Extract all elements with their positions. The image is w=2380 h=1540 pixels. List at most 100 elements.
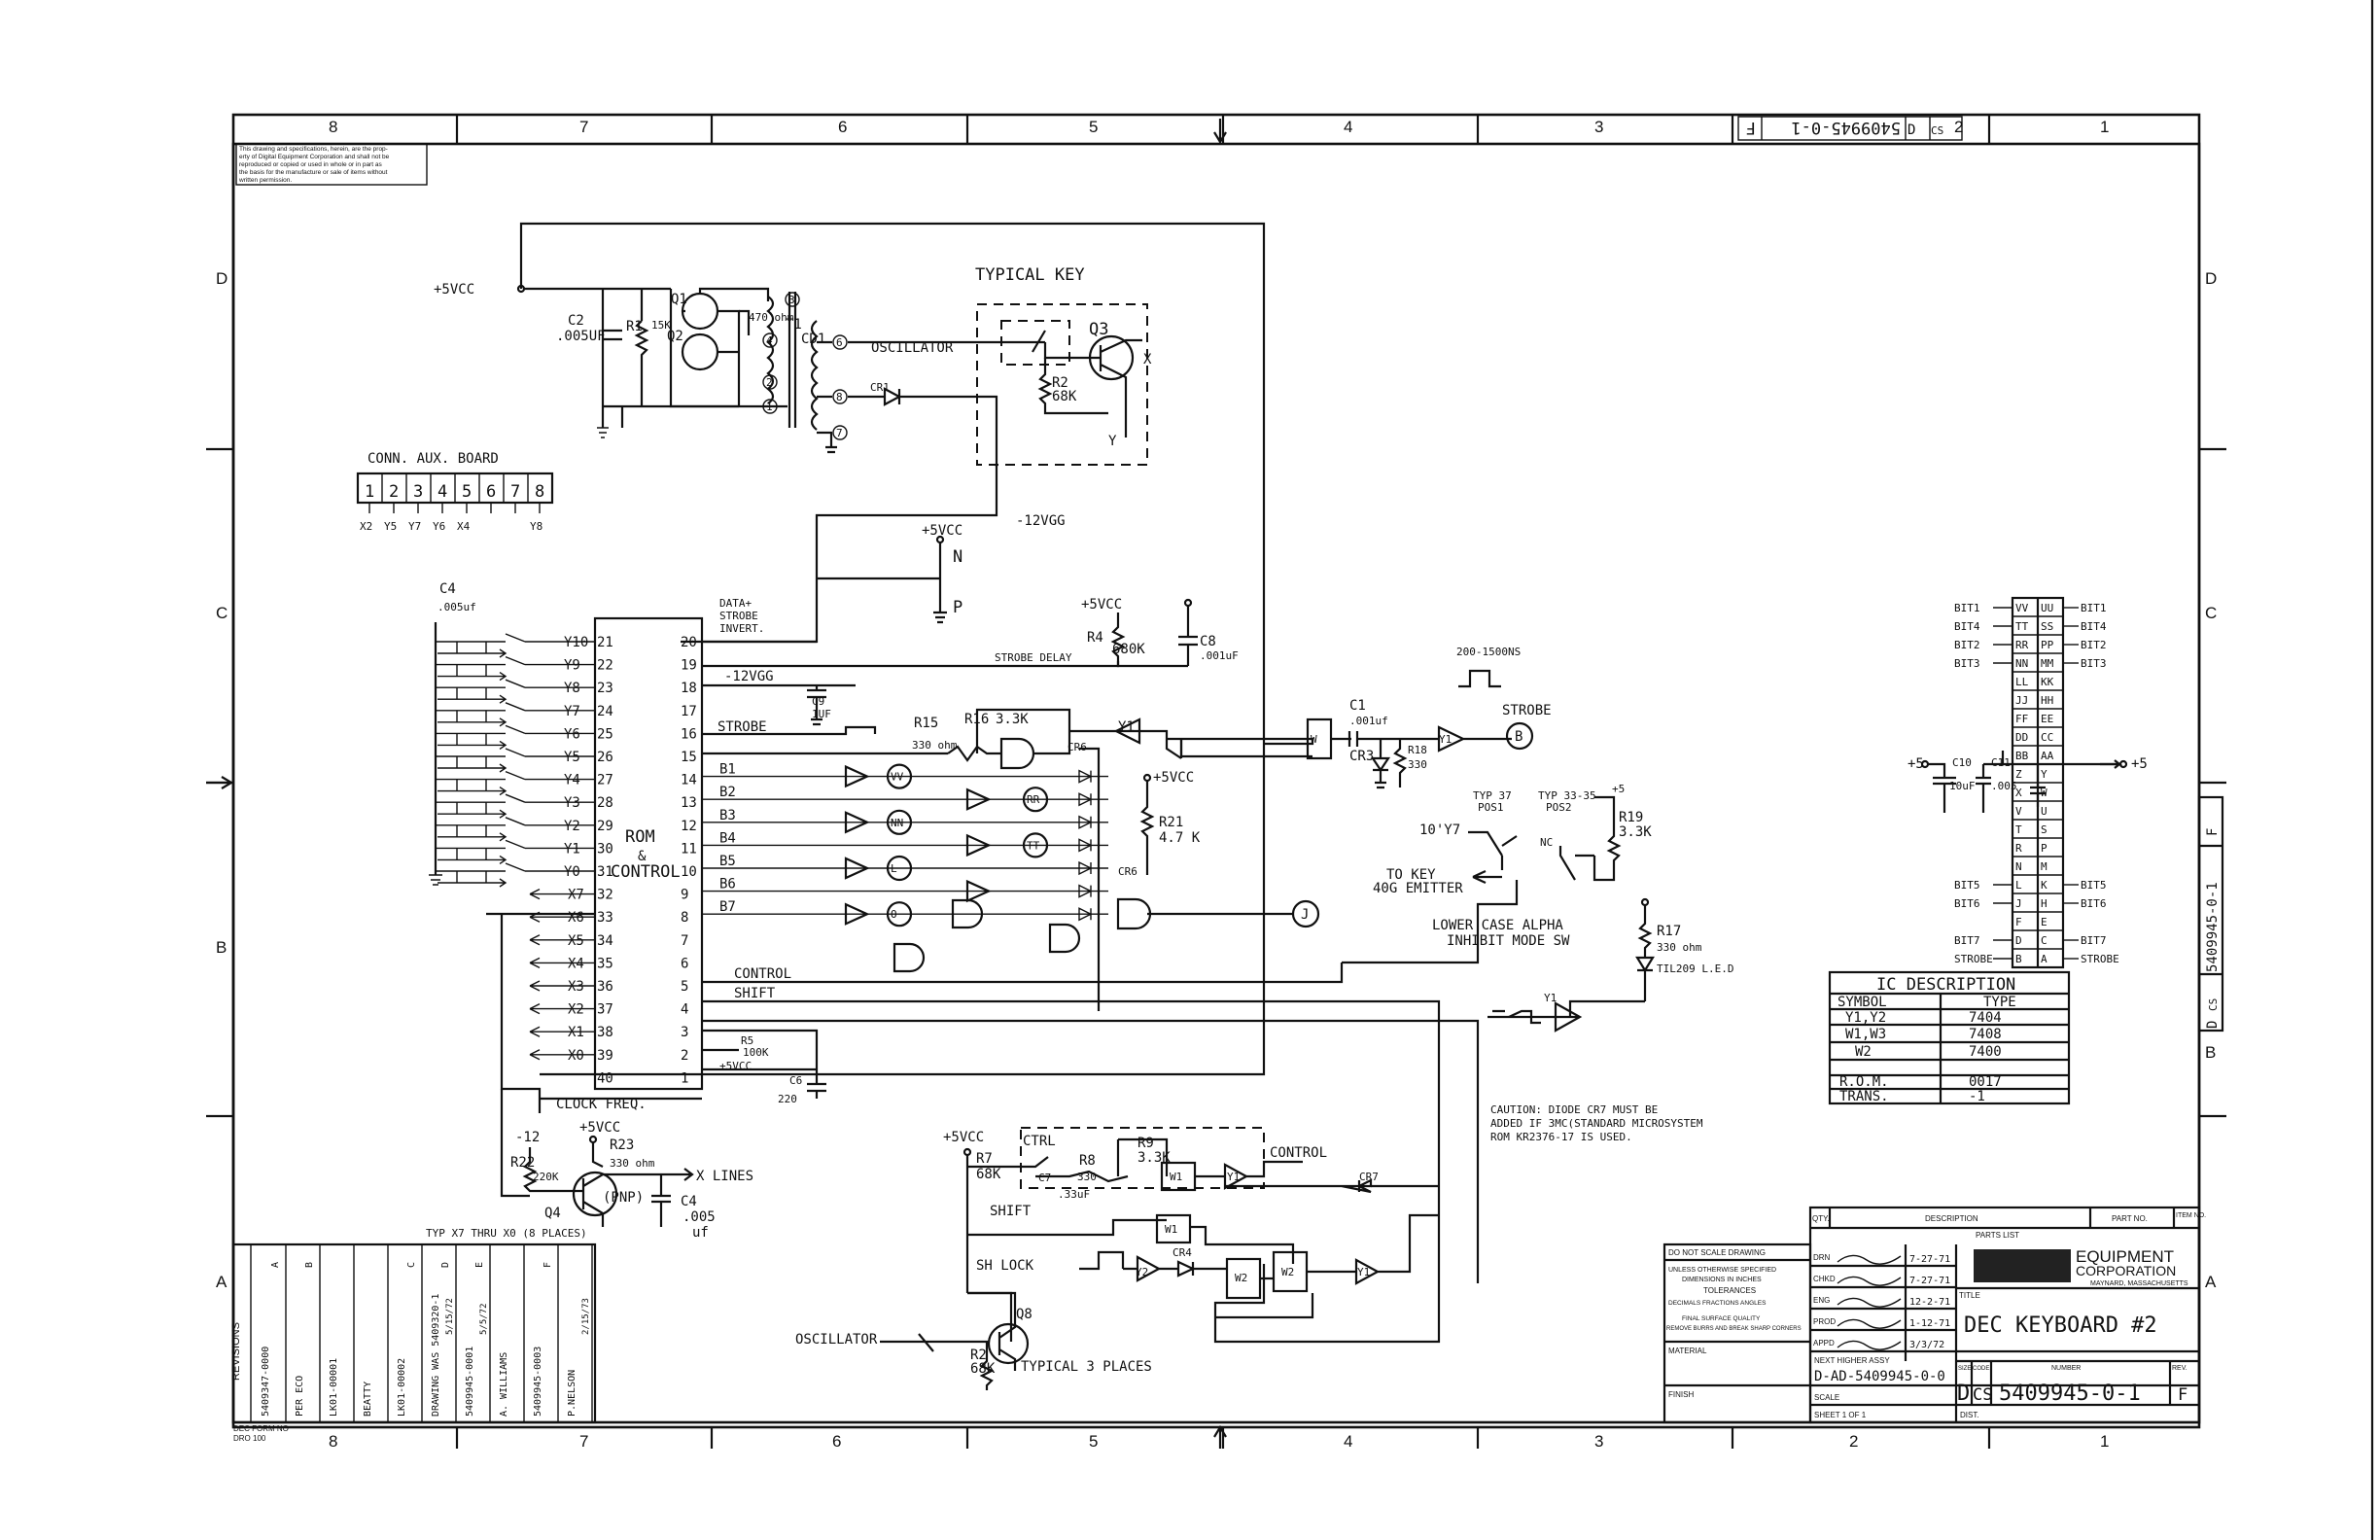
rom-pin-40: 40	[597, 1070, 613, 1086]
zone-col-7-bottom: 7	[579, 1432, 588, 1451]
rom-pin-29: 29	[597, 819, 613, 834]
y-line-key-arrow	[438, 832, 508, 842]
c7-value: .33uF	[1058, 1188, 1090, 1201]
ic-row-1-type: 7404	[1969, 1010, 2002, 1026]
bit-diode	[1078, 838, 1093, 853]
rom-pin-19: 19	[681, 658, 697, 674]
edge-pin-TT: TT	[2015, 620, 2029, 633]
zone-col-2-bottom: 2	[1849, 1432, 1858, 1451]
conn-pin-4: 4	[438, 482, 447, 502]
tolerance-detail: DECIMALS FRACTIONS ANGLES	[1668, 1300, 1767, 1307]
rom-pin-32: 32	[597, 888, 613, 903]
company-line-3: MAYNARD, MASSACHUSETTS	[2090, 1280, 2188, 1287]
c10-value: 10uF	[1949, 780, 1976, 792]
n-label: N	[953, 547, 962, 567]
w-gate-label: W	[1311, 733, 1317, 746]
rev-row-change-6: 5409945-0001	[465, 1347, 475, 1417]
inverter-gate	[965, 879, 992, 903]
r21-value: 4.7 K	[1159, 830, 1201, 846]
y-line-label-Y6: Y6	[564, 726, 580, 742]
edge-bit-left-BIT1: BIT1	[1954, 602, 1980, 614]
node-circle-L	[886, 855, 913, 882]
rev-label: REV.	[2172, 1365, 2188, 1372]
c2-value: .005UF	[556, 329, 606, 344]
revisions-title: REVISIONS	[230, 1322, 242, 1381]
edge-bit-right-BIT1: BIT1	[2081, 602, 2107, 614]
r7-value: 68K	[976, 1167, 1001, 1182]
r4-label: R4	[1087, 630, 1103, 646]
r15-value: 330 ohm	[912, 739, 958, 752]
typ3335-line-1: TYP 33-35	[1538, 789, 1596, 802]
title-label: TITLE	[1959, 1291, 1980, 1300]
rom-pin-39: 39	[597, 1048, 613, 1064]
c7-label: C7	[1038, 1172, 1051, 1184]
company-line-2: CORPORATION	[2076, 1263, 2176, 1278]
rev-row-change-7: A. WILLIAMS	[499, 1352, 509, 1417]
p-label: P	[953, 598, 962, 617]
c1-value: .001uf	[1349, 715, 1388, 727]
top-doc-number: 5409945-0-1	[1791, 118, 1901, 137]
y1-led-label: Y1	[1544, 992, 1557, 1004]
control-label: CONTROL	[734, 966, 791, 982]
node-label-L: L	[891, 862, 897, 875]
cr1-label: CR1	[870, 381, 890, 394]
rev-row-change-5: DRAWING WAS 5409320-1	[431, 1294, 441, 1417]
y-line-wire	[436, 817, 595, 837]
bit-label-B5: B5	[719, 854, 736, 869]
y-line-label-Y8: Y8	[564, 681, 580, 696]
zone-col-8: 8	[329, 118, 337, 136]
nc-label: NC	[1540, 836, 1553, 849]
edge-pin-H: H	[2041, 897, 2048, 910]
rom-pin-38: 38	[597, 1025, 613, 1040]
centering-arrows	[206, 119, 1227, 1449]
bit-diode	[1078, 769, 1093, 784]
unless-spec: UNLESS OTHERWISE SPECIFIED	[1668, 1267, 1776, 1274]
vcc-r4-label: +5VCC	[1081, 597, 1122, 612]
zone-labels: 8 7 6 5 4 3 2 1 8 7 6 5 4 3 2 1 D C B A …	[216, 118, 2217, 1451]
r470-label: 470 ohm	[749, 311, 794, 324]
rom-pin-4: 4	[681, 1002, 688, 1018]
vcc-n-label: +5VCC	[922, 523, 962, 539]
x-line-label-X6: X6	[568, 910, 584, 926]
edge-pin-D: D	[2015, 934, 2022, 947]
lower-case-line-2: INHIBIT MODE SW	[1447, 933, 1570, 949]
rom-pin-33: 33	[597, 910, 613, 926]
oscillator-label: OSCILLATOR	[871, 340, 954, 356]
y-line-key-arrow	[438, 740, 508, 750]
x-line-wire	[529, 1026, 595, 1037]
edge-bit-right-BIT5: BIT5	[2081, 879, 2107, 892]
edge-bit-left-BIT7: BIT7	[1954, 934, 1980, 947]
r23-label: R23	[610, 1138, 634, 1153]
form-no-1: DEC FORM NO	[233, 1424, 289, 1433]
x-line-label-X7: X7	[568, 888, 584, 903]
to-key-line-1: TO KEY	[1386, 867, 1436, 883]
rev-row-rev-0: A	[270, 1262, 281, 1268]
ic-extra-1-label: R.O.M.	[1839, 1074, 1889, 1090]
edge-pin-S: S	[2041, 823, 2048, 836]
strobe-out-label: STROBE	[1502, 703, 1552, 718]
edge-pin-JJ: JJ	[2015, 694, 2028, 707]
edge-pin-NN: NN	[2015, 657, 2028, 670]
r8-label: R8	[1079, 1153, 1096, 1169]
node-circle-RR	[1022, 787, 1049, 813]
q2-label: Q2	[667, 329, 683, 344]
ic-row-2-symbol: W1,W3	[1845, 1027, 1886, 1042]
r5-label: R5	[741, 1034, 753, 1047]
r21-label: R21	[1159, 815, 1183, 830]
edge-bit-right-BIT2: BIT2	[2081, 639, 2107, 651]
y-line-key-arrow	[438, 787, 508, 796]
rom-title-line-1: ROM	[625, 827, 655, 847]
y-line-key-arrow	[438, 855, 508, 864]
c4-top-label: C4	[439, 581, 456, 597]
zone-col-6-bottom: 6	[832, 1432, 841, 1451]
node-circle-NN	[886, 809, 913, 835]
dist-label: DIST.	[1960, 1411, 1979, 1419]
r8-value: 330	[1077, 1171, 1097, 1183]
pl-header-partno: PART NO.	[2112, 1214, 2148, 1223]
conn-signal-Y8: Y8	[530, 520, 542, 533]
edge-pin-DD: DD	[2015, 731, 2028, 744]
y-line-key-arrow	[438, 648, 508, 658]
bit-diode	[1078, 815, 1093, 829]
bit-label-B1: B1	[719, 762, 736, 778]
rom-pin-5: 5	[681, 979, 688, 995]
